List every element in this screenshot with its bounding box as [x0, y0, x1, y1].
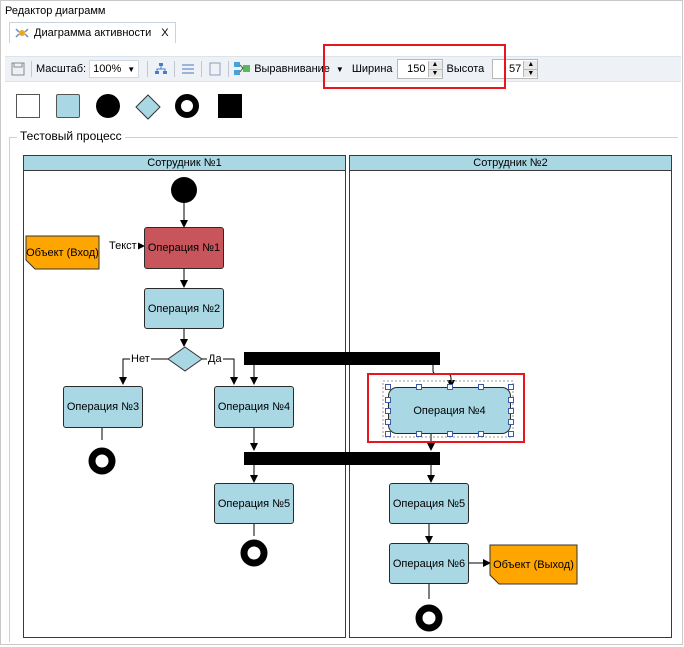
end-node[interactable] — [240, 539, 268, 567]
height-spinner[interactable]: 57 ▲ ▼ — [492, 59, 539, 79]
lane-title: Сотрудник №2 — [473, 157, 548, 169]
window-title: Редактор диаграмм — [5, 5, 106, 17]
page-icon — [209, 62, 221, 76]
save-button[interactable] — [9, 60, 27, 78]
resize-handle[interactable] — [385, 408, 391, 414]
process-group-frame — [9, 137, 678, 642]
width-spinner[interactable]: 150 ▲ ▼ — [396, 59, 443, 79]
resize-handle[interactable] — [508, 397, 514, 403]
resize-handle[interactable] — [508, 408, 514, 414]
resize-handle[interactable] — [508, 419, 514, 425]
resize-handle[interactable] — [447, 384, 453, 390]
diagram-icon — [15, 28, 29, 38]
spin-down-icon[interactable]: ▼ — [524, 68, 538, 77]
tab-label: Диаграмма активности — [34, 27, 152, 39]
chevron-down-icon: ▼ — [127, 64, 136, 74]
decision-node[interactable] — [167, 346, 203, 372]
toolbar-separator — [147, 61, 149, 77]
resize-handle[interactable] — [478, 431, 484, 437]
flow-text-label: Текст — [108, 240, 138, 252]
chevron-down-icon: ▼ — [335, 64, 344, 74]
resize-handle[interactable] — [447, 431, 453, 437]
filled-circle-icon[interactable] — [96, 94, 120, 118]
resize-handle[interactable] — [508, 431, 514, 437]
scale-label: Масштаб: — [36, 63, 87, 75]
process-group-title: Тестовый процесс — [17, 129, 125, 143]
operation-5-lane-2[interactable]: Операция №5 — [389, 483, 469, 524]
black-square-icon[interactable] — [218, 94, 242, 118]
lane-employee-1 — [23, 171, 346, 638]
tab-activity-diagram[interactable]: Диаграмма активности X — [9, 22, 176, 43]
width-label: Ширина — [351, 63, 393, 75]
resize-handle[interactable] — [478, 384, 484, 390]
white-rect-icon[interactable] — [16, 94, 40, 118]
resize-handle[interactable] — [385, 431, 391, 437]
scale-value: 100% — [93, 63, 122, 75]
spin-up-icon[interactable]: ▲ — [524, 61, 538, 69]
toolbar-separator — [174, 61, 176, 77]
operation-4-lane-2-selected[interactable]: Операция №4 — [388, 387, 511, 434]
fork-bar-top[interactable] — [244, 352, 440, 365]
blue-rect-icon[interactable] — [56, 94, 80, 118]
flow-no — [119, 358, 168, 385]
tab-close-button[interactable]: X — [161, 27, 169, 39]
operation-6[interactable]: Операция №6 — [389, 543, 469, 584]
operation-3[interactable]: Операция №3 — [63, 386, 143, 428]
output-object[interactable] — [489, 544, 578, 585]
end-node[interactable] — [88, 447, 116, 475]
save-icon — [11, 62, 25, 76]
resize-handle[interactable] — [385, 384, 391, 390]
resize-handle[interactable] — [508, 384, 514, 390]
lane-title: Сотрудник №1 — [147, 157, 222, 169]
end-node[interactable] — [415, 604, 443, 632]
spin-down-icon[interactable]: ▼ — [428, 68, 442, 77]
toolbar-separator — [228, 61, 230, 77]
resize-handle[interactable] — [385, 419, 391, 425]
scale-select[interactable]: 100% ▼ — [89, 60, 140, 78]
toolbar: Масштаб: 100% ▼ — [5, 56, 681, 82]
diamond-icon[interactable] — [135, 94, 161, 120]
resize-handle[interactable] — [385, 397, 391, 403]
hierarchy-button[interactable] — [152, 60, 170, 78]
toolbar-separator — [31, 61, 32, 77]
height-value: 57 — [509, 63, 522, 75]
align-icon — [234, 62, 251, 75]
page-button[interactable] — [206, 60, 224, 78]
join-bar[interactable] — [244, 452, 440, 465]
operation-4-lane-1[interactable]: Операция №4 — [214, 386, 294, 428]
list-icon — [182, 64, 195, 74]
ring-icon[interactable] — [175, 94, 199, 118]
resize-handle[interactable] — [416, 431, 422, 437]
flow-yes-label: Да — [207, 353, 223, 365]
align-label: Выравнивание — [254, 63, 330, 75]
lane-header-employee-1[interactable]: Сотрудник №1 — [23, 155, 346, 171]
operation-5-lane-1[interactable]: Операция №5 — [214, 483, 294, 524]
lane-header-employee-2[interactable]: Сотрудник №2 — [349, 155, 672, 171]
hierarchy-icon — [155, 63, 168, 74]
toolbar-separator — [201, 61, 203, 77]
input-object[interactable] — [25, 235, 100, 270]
align-button[interactable]: Выравнивание ▼ — [233, 61, 344, 77]
resize-handle[interactable] — [416, 384, 422, 390]
start-node[interactable] — [171, 177, 197, 203]
lane-employee-2 — [349, 171, 672, 638]
spin-up-icon[interactable]: ▲ — [428, 61, 442, 69]
height-label: Высота — [446, 63, 485, 75]
list-button[interactable] — [179, 60, 197, 78]
width-value: 150 — [407, 63, 426, 75]
operation-2[interactable]: Операция №2 — [144, 288, 224, 329]
flow-no-label: Нет — [130, 353, 151, 365]
operation-1[interactable]: Операция №1 — [144, 227, 224, 269]
